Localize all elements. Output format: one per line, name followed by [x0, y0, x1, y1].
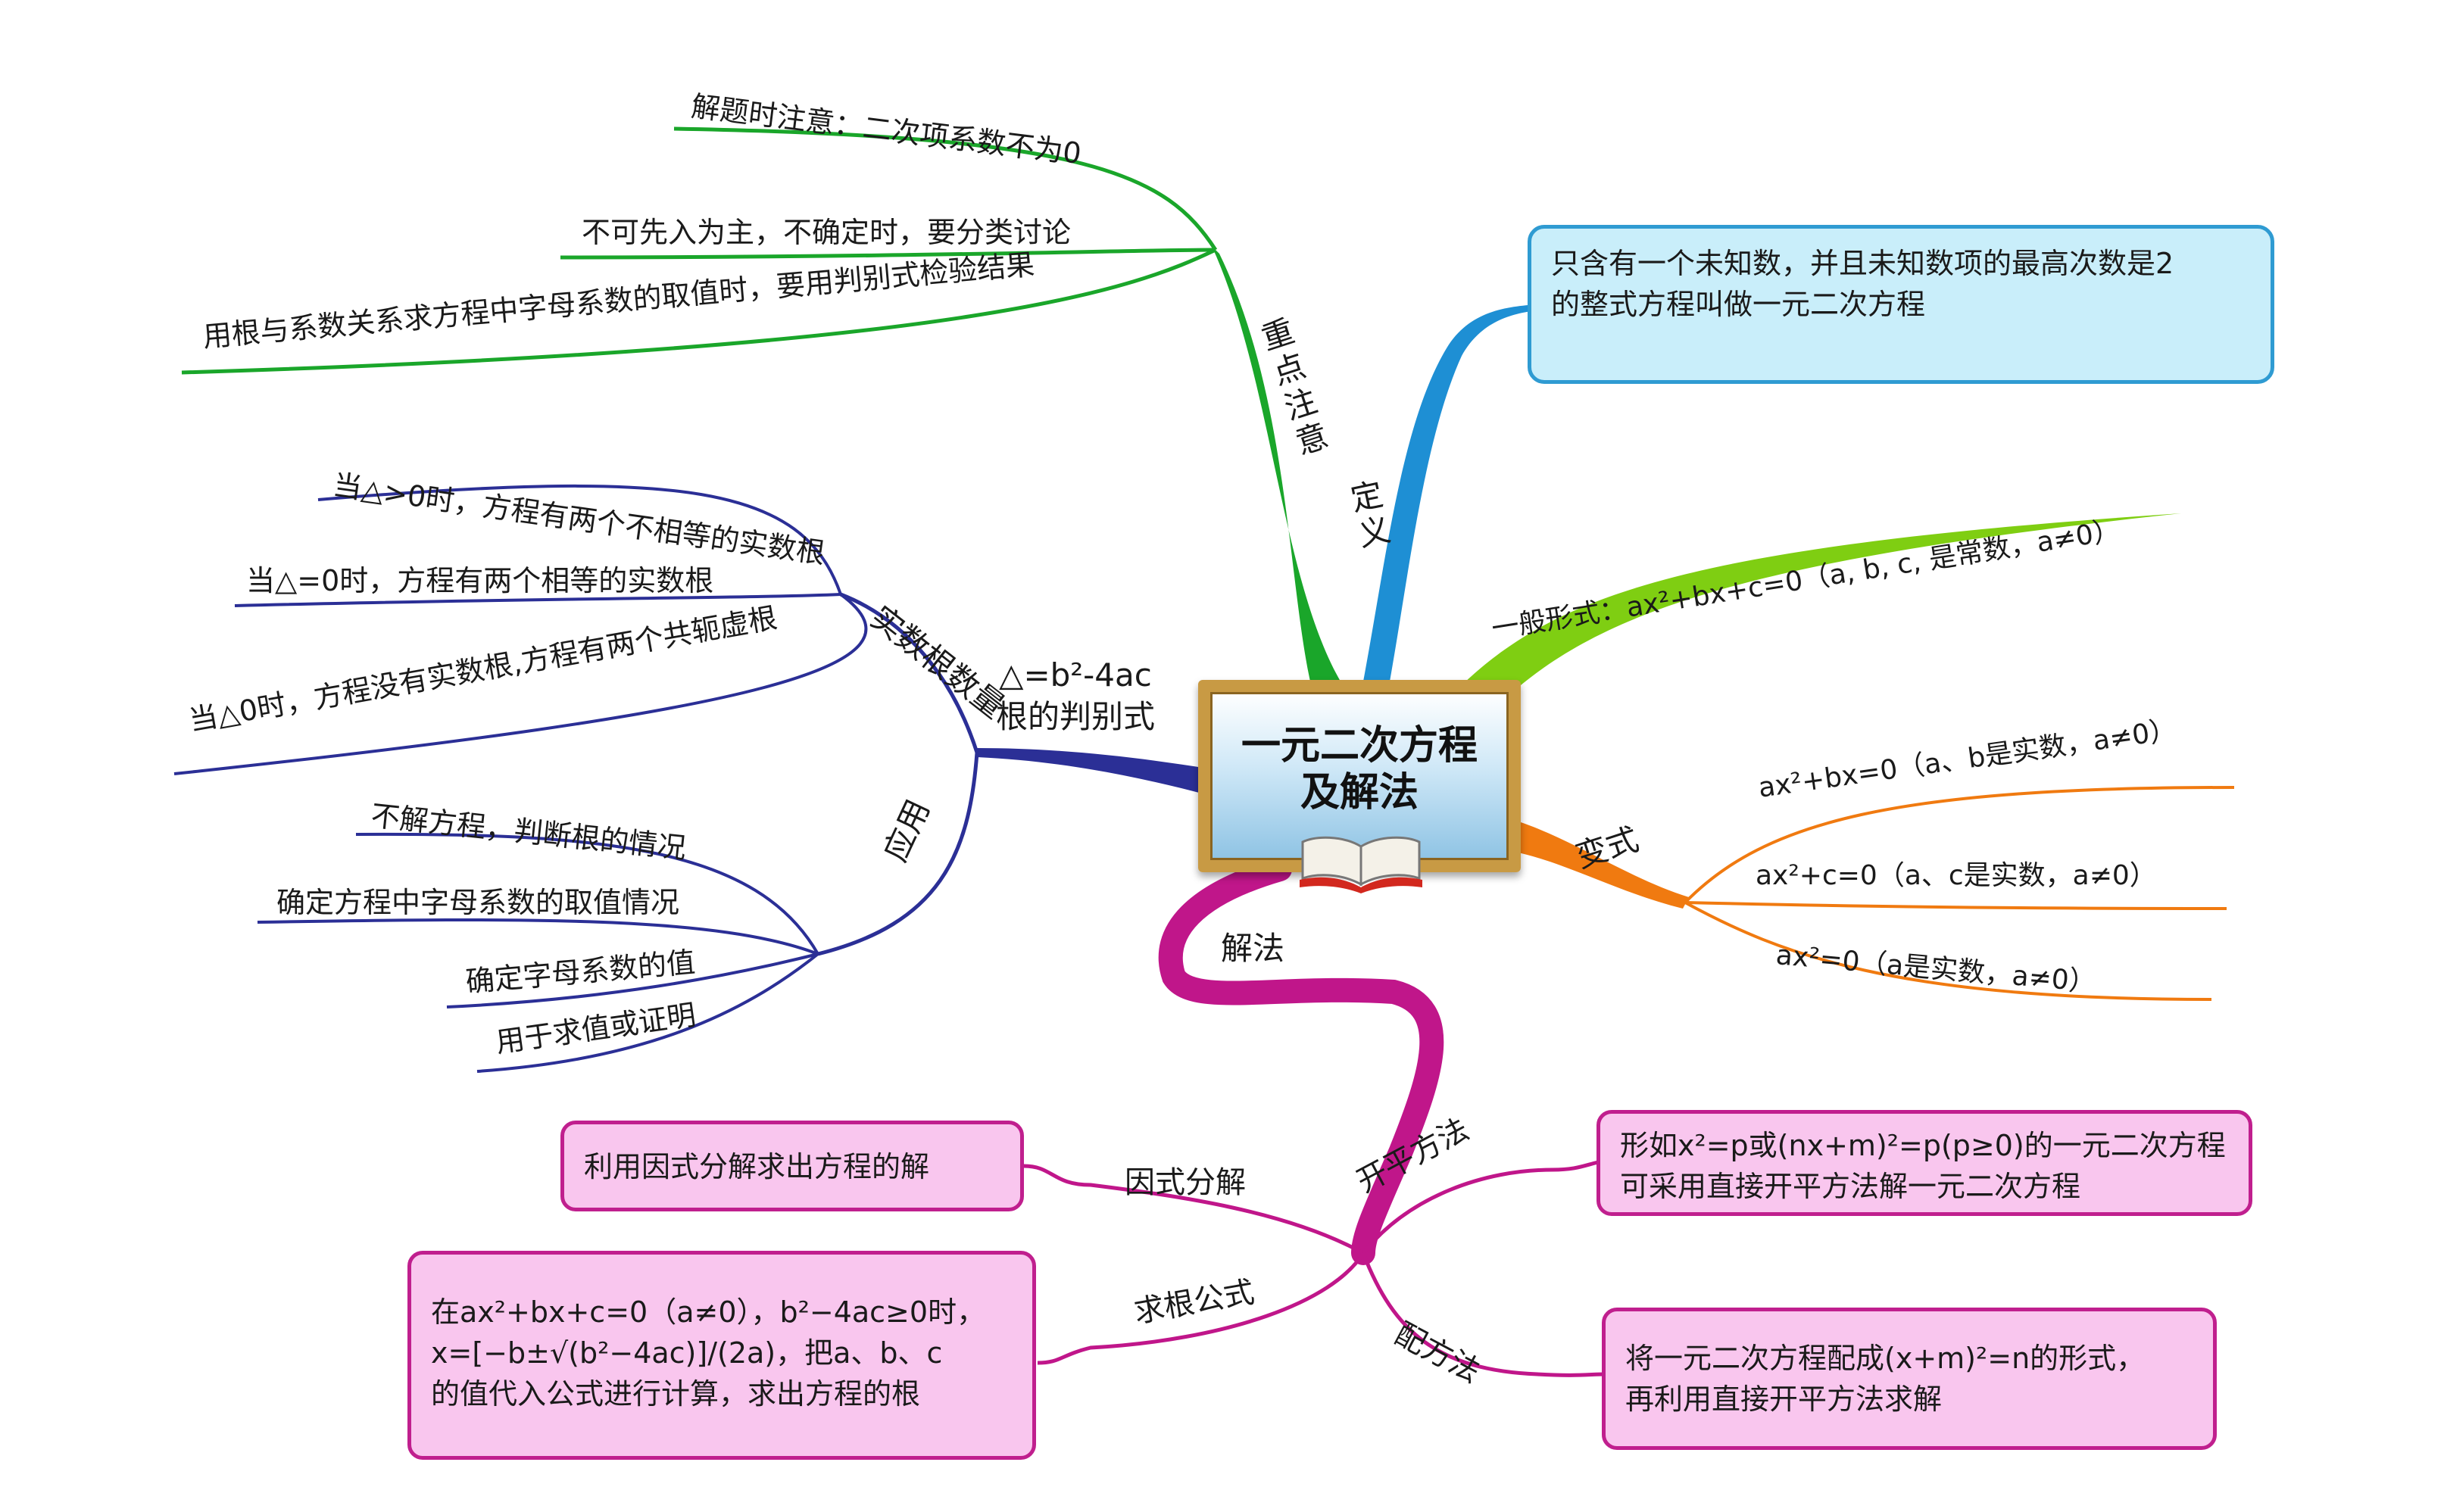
- variant-item-2-text: ax²+c=0（a、c是实数，a≠0）: [1756, 860, 2157, 891]
- branch-discriminant-trunk: [977, 748, 1208, 795]
- branch-application-stem: [817, 752, 979, 956]
- branch-label-solutions[interactable]: 解法: [1221, 930, 1284, 968]
- central-topic-title-line-1: 一元二次方程: [1241, 723, 1478, 768]
- formula-text-line-3: 的值代入公式进行计算，求出方程的根: [431, 1376, 921, 1411]
- branch-label-discriminant[interactable]: △=b²-4ac 根的判别式: [996, 655, 1155, 737]
- application-item-2[interactable]: 确定方程中字母系数的取值情况: [276, 886, 679, 921]
- formula-text-line-1: 在ax²+bx+c=0（a≠0），b²−4ac≥0时，: [431, 1295, 986, 1329]
- branch-application-line-1: [355, 832, 819, 955]
- application-item-2-text: 确定方程中字母系数的取值情况: [276, 886, 680, 919]
- factoring-text: 利用因式分解求出方程的解: [584, 1150, 930, 1183]
- variant-item-2[interactable]: ax²+c=0（a、c是实数，a≠0）: [1756, 859, 2157, 892]
- solutions-label-text: 解法: [1221, 930, 1285, 967]
- branch-variants-line-1: [1684, 786, 2235, 904]
- branch-square-root-line: [1362, 1160, 1599, 1255]
- key-point-item-2[interactable]: 不可先入为主，不确定时，要分类讨论: [582, 216, 1071, 251]
- completing-square-box[interactable]: 将一元二次方程配成(x+m)²=n的形式， 再利用直接开平方法求解: [1602, 1308, 2217, 1450]
- branch-application-line-3: [446, 952, 819, 1009]
- factoring-label[interactable]: 因式分解: [1125, 1164, 1246, 1201]
- completing-square-text-line-1: 将一元二次方程配成(x+m)²=n的形式，: [1625, 1342, 2146, 1375]
- branch-application-line-2: [257, 918, 819, 956]
- branch-key-points-line-3: [181, 248, 1217, 375]
- central-topic-title-line-2: 及解法: [1300, 770, 1419, 816]
- discriminant-formula: △=b²-4ac: [999, 656, 1152, 694]
- factoring-label-text: 因式分解: [1125, 1165, 1246, 1200]
- root-count-item-2-text: 当△=0时，方程有两个相等的实数根: [246, 564, 714, 597]
- formula-text-line-2: x=[−b±√(b²−4ac)]/(2a)，把a、b、c: [431, 1336, 943, 1370]
- open-book-icon: [1300, 836, 1422, 893]
- factoring-box[interactable]: 利用因式分解求出方程的解: [560, 1121, 1024, 1211]
- branch-root-count-stem: [840, 592, 979, 753]
- branch-key-points-line-1: [673, 126, 1218, 251]
- central-topic-title: 一元二次方程 及解法: [1210, 722, 1509, 817]
- branch-formula-line: [1037, 1252, 1366, 1365]
- branch-variants-line-2: [1684, 901, 2227, 910]
- branch-variants-line-3: [1684, 901, 2212, 1001]
- definition-box[interactable]: 只含有一个未知数，并且未知数项的最高次数是2 的整式方程叫做一元二次方程: [1528, 225, 2274, 384]
- branch-key-points-trunk: [1212, 246, 1341, 681]
- branch-definition-trunk: [1363, 304, 1537, 681]
- branch-solutions-trunk: [1158, 857, 1444, 1265]
- branch-variants-trunk: [1515, 821, 1689, 909]
- branch-root-count-line-1: [317, 484, 842, 595]
- square-root-text-line-1: 形如x²=p或(nx+m)²=p(p≥0)的一元二次方程: [1620, 1129, 2226, 1162]
- square-root-text-line-2: 可采用直接开平方法解一元二次方程: [1620, 1169, 2081, 1203]
- discriminant-name: 根的判别式: [996, 697, 1156, 735]
- branch-general-form-trunk: [1462, 513, 2181, 700]
- central-topic[interactable]: 一元二次方程 及解法: [1198, 680, 1521, 872]
- root-count-item-2[interactable]: 当△=0时，方程有两个相等的实数根: [246, 564, 713, 599]
- key-point-item-2-text: 不可先入为主，不确定时，要分类讨论: [582, 216, 1072, 249]
- branch-root-count-line-3: [173, 593, 868, 775]
- definition-text-line-1: 只含有一个未知数，并且未知数项的最高次数是2: [1551, 247, 2174, 280]
- branch-root-count-line-2: [234, 593, 841, 607]
- formula-box[interactable]: 在ax²+bx+c=0（a≠0），b²−4ac≥0时， x=[−b±√(b²−4…: [407, 1251, 1036, 1460]
- branch-factoring-line: [1023, 1164, 1365, 1255]
- square-root-box[interactable]: 形如x²=p或(nx+m)²=p(p≥0)的一元二次方程 可采用直接开平方法解一…: [1596, 1110, 2252, 1216]
- completing-square-text-line-2: 再利用直接开平方法求解: [1625, 1382, 1943, 1416]
- branch-application-line-4: [476, 952, 819, 1073]
- definition-text-line-2: 的整式方程叫做一元二次方程: [1551, 287, 1926, 321]
- branch-completing-square-line: [1361, 1252, 1606, 1377]
- branch-key-points-line-2: [560, 248, 1216, 260]
